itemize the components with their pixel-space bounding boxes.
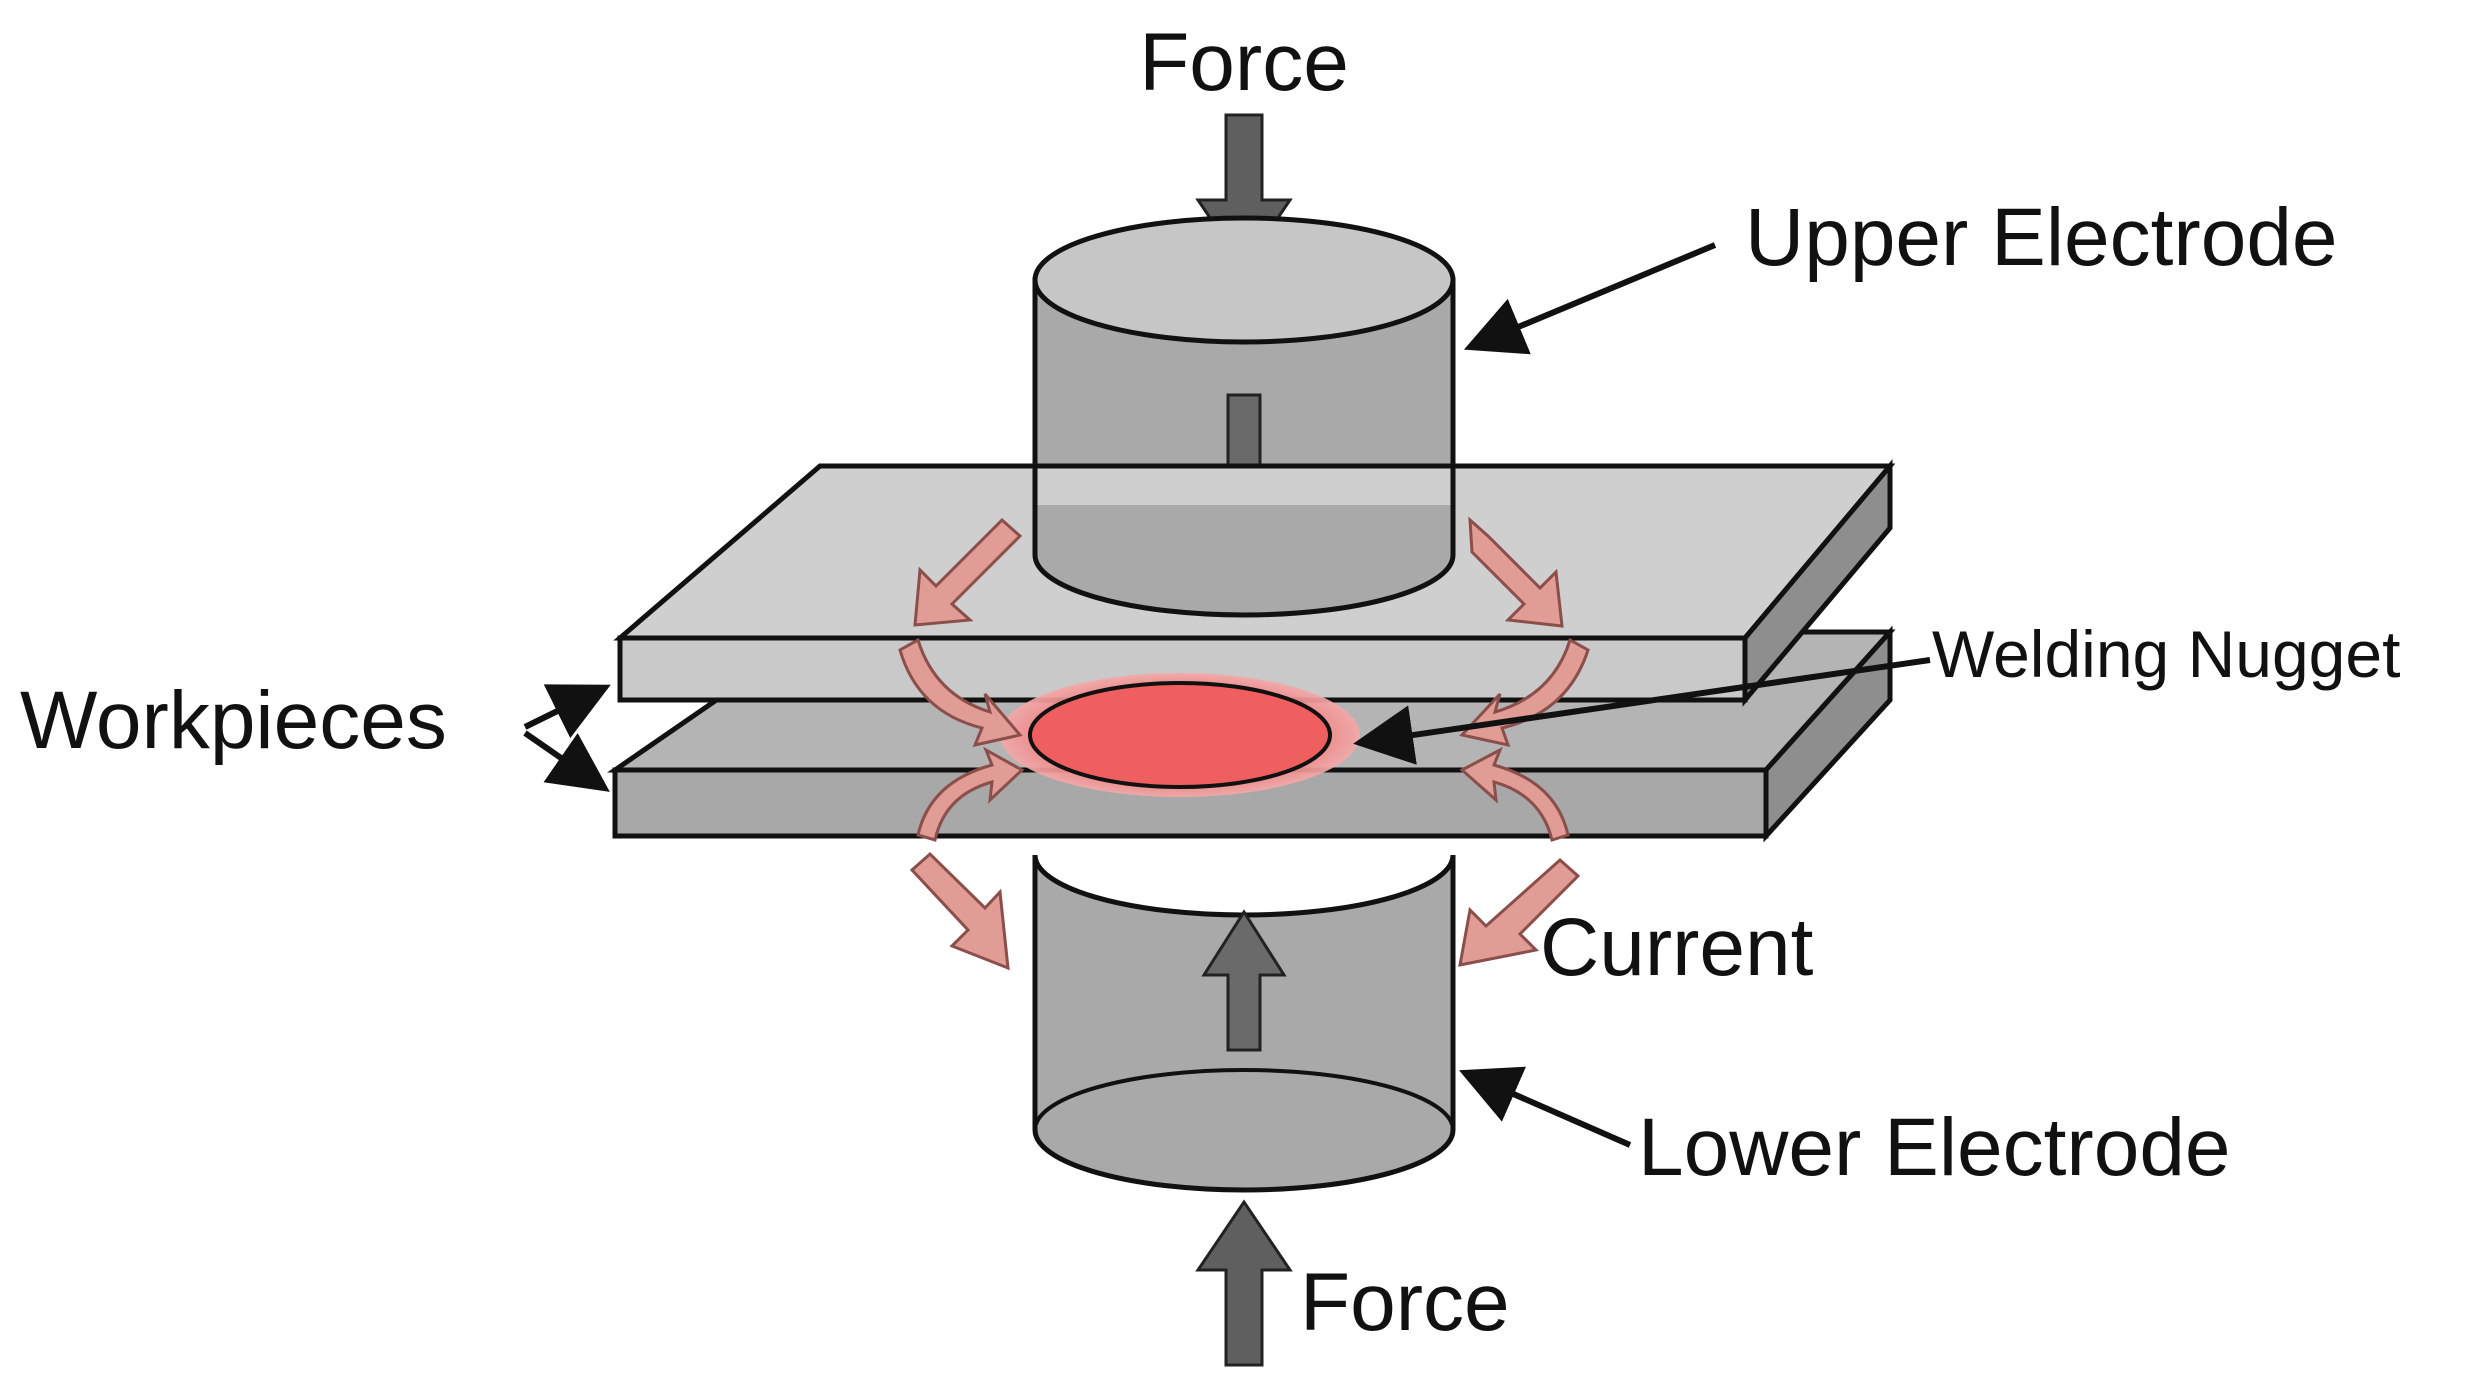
label-workpieces: Workpieces xyxy=(20,675,447,766)
current-arrow-5 xyxy=(916,746,1025,842)
label-force-top: Force xyxy=(1139,17,1349,108)
leader-workpieces-upper xyxy=(523,684,611,739)
current-arrow-4 xyxy=(1459,637,1590,748)
current-arrow-7 xyxy=(909,851,1010,971)
current-arrow-6 xyxy=(1459,746,1570,842)
upper-electrode-front-rim xyxy=(1035,505,1453,615)
lower-inner-force-arrow xyxy=(1201,909,1287,1052)
leader-welding-nugget xyxy=(1353,657,1931,765)
leader-upper-electrode xyxy=(1463,242,1717,355)
lower-electrode xyxy=(1032,854,1456,1193)
leader-lower-electrode xyxy=(1459,1066,1632,1148)
label-welding-nugget: Welding Nugget xyxy=(1932,617,2400,691)
label-force-bottom: Force xyxy=(1300,1257,1510,1348)
leader-lines xyxy=(523,242,1931,1148)
current-arrow-1 xyxy=(913,517,1023,627)
force-arrow-bottom xyxy=(1195,1199,1293,1367)
label-upper-electrode: Upper Electrode xyxy=(1745,192,2338,283)
current-arrow-3 xyxy=(898,637,1023,748)
label-current: Current xyxy=(1540,902,1814,993)
current-arrow-8 xyxy=(1458,857,1581,967)
leader-workpieces-lower xyxy=(523,730,610,792)
current-arrows xyxy=(898,516,1590,971)
current-arrow-2 xyxy=(1468,516,1564,628)
label-lower-electrode: Lower Electrode xyxy=(1638,1102,2231,1193)
